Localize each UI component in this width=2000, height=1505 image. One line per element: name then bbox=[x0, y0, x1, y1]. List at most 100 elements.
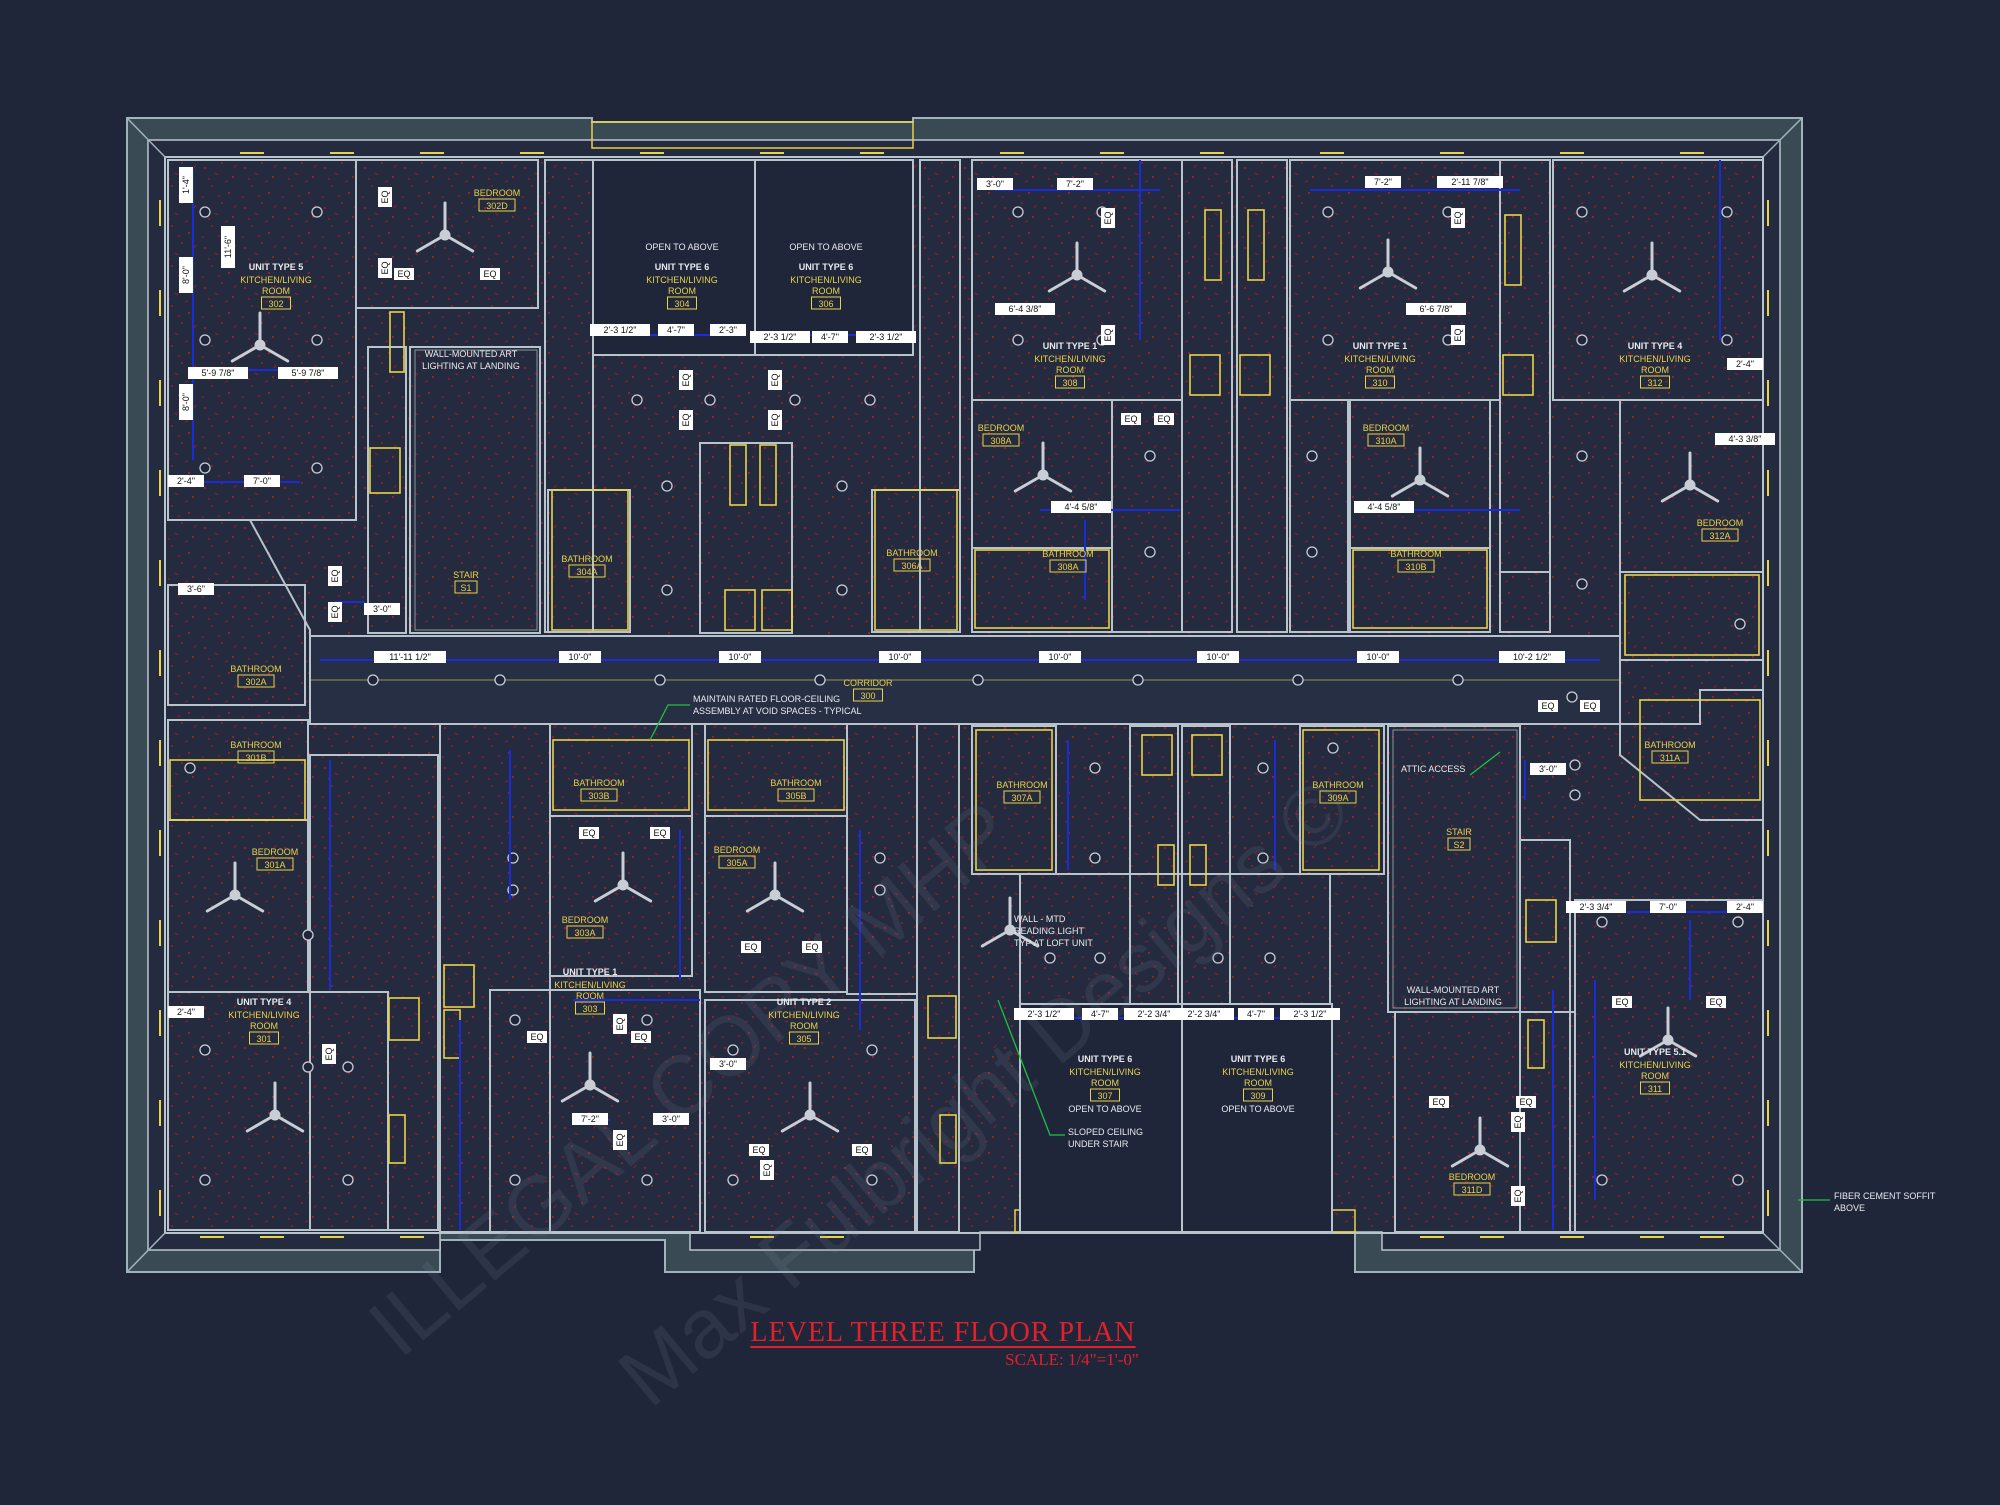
dimension-d17: 3'-0" bbox=[977, 178, 1013, 190]
downlight bbox=[1569, 759, 1581, 771]
ceiling-fan-icon bbox=[205, 861, 265, 913]
room-number: 300 bbox=[860, 691, 875, 701]
room-number: 305A bbox=[726, 858, 747, 868]
room-name: ROOM bbox=[1641, 365, 1669, 375]
room-name: ROOM bbox=[1244, 1078, 1272, 1088]
downlight bbox=[631, 394, 643, 406]
dimension-d13: 2'-3" bbox=[710, 324, 746, 336]
room-number-box bbox=[575, 1001, 605, 1015]
downlight bbox=[1596, 1174, 1608, 1186]
dimension-d24: 4'-4 5/8" bbox=[1354, 501, 1414, 513]
downlight bbox=[509, 1174, 521, 1186]
dimension-d2: 11'-6" bbox=[221, 226, 235, 268]
note-line: UNDER STAIR bbox=[1068, 1139, 1129, 1149]
downlight bbox=[727, 1044, 739, 1056]
eq-marker: EQ bbox=[1451, 208, 1465, 228]
dimension-text: 7'-2" bbox=[1066, 179, 1084, 189]
dimension-text: 10'-0" bbox=[729, 652, 752, 662]
room-note: OPEN TO ABOVE bbox=[645, 242, 718, 252]
downlight bbox=[864, 394, 876, 406]
downlight bbox=[654, 674, 666, 686]
eq-text: EQ bbox=[681, 413, 691, 426]
eq-marker: EQ bbox=[768, 410, 782, 430]
eq-text: EQ bbox=[653, 828, 666, 838]
dimension-text: 5'-9 7/8" bbox=[292, 368, 325, 378]
fixture bbox=[1157, 844, 1175, 886]
dimension-d20: 7'-2" bbox=[1365, 176, 1401, 188]
room-number: 307 bbox=[1097, 1091, 1112, 1101]
drawing-scale: SCALE: 1/4"=1'-0" bbox=[1005, 1350, 1139, 1369]
eq-marker: EQ bbox=[378, 258, 392, 278]
dimension-d19: 6'-4 3/8" bbox=[995, 303, 1055, 315]
eq-text: EQ bbox=[615, 1017, 625, 1030]
dimension-d14: 2'-3 1/2" bbox=[750, 331, 810, 343]
eq-marker: EQ bbox=[650, 827, 670, 839]
dimension-d23: 4'-4 5/8" bbox=[1051, 501, 1111, 513]
room-number-box bbox=[1090, 1088, 1120, 1102]
dimension-d8: 7'-0" bbox=[244, 475, 280, 487]
dimension-d45: 3'-0" bbox=[1530, 763, 1566, 775]
dimension-text: 3'-0" bbox=[662, 1114, 680, 1124]
downlight bbox=[302, 929, 314, 941]
room-name: ROOM bbox=[1641, 1071, 1669, 1081]
fixture bbox=[1239, 354, 1271, 396]
eq-text: EQ bbox=[681, 373, 691, 386]
room-name: ROOM bbox=[576, 991, 604, 1001]
ceiling-fan-icon bbox=[593, 851, 653, 903]
downlight bbox=[1212, 952, 1224, 964]
note-line: LIGHTING AT LANDING bbox=[422, 361, 520, 371]
fixture bbox=[1247, 209, 1265, 281]
downlight bbox=[367, 674, 379, 686]
room-name: ROOM bbox=[812, 286, 840, 296]
dimension-d34: 10'-2 1/2" bbox=[1499, 651, 1565, 663]
room-unit-type: UNIT TYPE 6 bbox=[799, 262, 854, 272]
dimension-d21: 2'-11 7/8" bbox=[1437, 176, 1503, 188]
ceiling-fan-icon bbox=[1358, 238, 1418, 290]
dimension-d41: 2'-2 3/4" bbox=[1124, 1008, 1184, 1020]
ceiling-fan-icon bbox=[980, 896, 1040, 948]
eq-marker: EQ bbox=[322, 1044, 336, 1064]
fixture bbox=[388, 1114, 406, 1164]
room-number: 312A bbox=[1709, 531, 1730, 541]
stair-s1 bbox=[414, 349, 538, 631]
room-name: STAIR bbox=[453, 570, 479, 580]
downlight bbox=[661, 480, 673, 492]
room-name: STAIR bbox=[1446, 827, 1472, 837]
room-name: KITCHEN/LIVING bbox=[768, 1010, 840, 1020]
downlight bbox=[836, 480, 848, 492]
dimension-d27: 11'-11 1/2" bbox=[374, 651, 446, 663]
room-number: 303B bbox=[588, 791, 609, 801]
downlight bbox=[1012, 334, 1024, 346]
dimension-d9: 3'-6" bbox=[178, 583, 214, 595]
dimension-text: 3'-0" bbox=[719, 1059, 737, 1069]
room-number: 310A bbox=[1375, 436, 1396, 446]
room-name: BATHROOM bbox=[1390, 549, 1441, 559]
dimension-text: 10'-0" bbox=[889, 652, 912, 662]
dimension-text: 4'-7" bbox=[1091, 1009, 1109, 1019]
room-number: S1 bbox=[460, 583, 471, 593]
dimension-text: 3'-6" bbox=[187, 584, 205, 594]
room-name: CORRIDOR bbox=[844, 678, 893, 688]
dimension-d12: 4'-7" bbox=[658, 324, 694, 336]
dimension-text: 4'-7" bbox=[667, 325, 685, 335]
dimension-d16: 2'-3 1/2" bbox=[856, 331, 916, 343]
dimension-d26: 2'-4" bbox=[1727, 358, 1763, 370]
room-number-box bbox=[1701, 528, 1739, 542]
eq-marker: EQ bbox=[631, 1031, 651, 1043]
room-name: BATHROOM bbox=[1312, 780, 1363, 790]
dimension-text: 1'-4" bbox=[181, 176, 191, 194]
fixture bbox=[1624, 574, 1760, 656]
fixture bbox=[974, 549, 1110, 629]
dimension-labels: 1'-4"11'-6"8'-0"5'-9 7/8"5'-9 7/8"8'-0"2… bbox=[168, 167, 1775, 1125]
ceiling-fan-icon bbox=[560, 1051, 620, 1103]
fixture bbox=[729, 444, 747, 506]
fixture bbox=[1189, 354, 1221, 396]
